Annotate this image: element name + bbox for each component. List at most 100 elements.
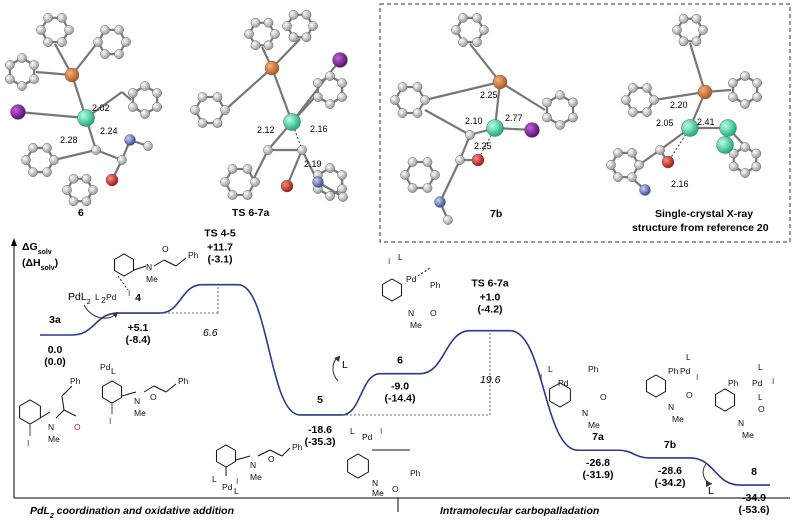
svg-text:Me: Me: [134, 408, 146, 418]
dist-6-c: 2.28: [60, 135, 78, 145]
structure-6-model: [5, 13, 162, 207]
intermediate-g-0: 0.0: [48, 344, 63, 356]
svg-text:L: L: [686, 352, 691, 362]
svg-text:Ph: Ph: [188, 250, 199, 260]
intermediate-g-7: -28.6: [658, 465, 682, 477]
dist-x-d: 2.16: [671, 179, 689, 189]
section-left-caption: PdL2 coordination and oxidative addition: [30, 505, 234, 520]
dist-ts-a: 2.12: [257, 125, 275, 135]
dist-7b-d: 2.25: [474, 141, 492, 151]
intermediate-id-4: 6: [397, 355, 403, 367]
y-axis-arrow: [11, 238, 17, 246]
intermediate-id-2: TS 4-5: [204, 228, 236, 240]
svg-text:Me: Me: [588, 420, 600, 430]
intermediate-id-0: 3a: [49, 314, 61, 326]
intermediate-h-2: (-3.1): [207, 254, 232, 266]
svg-text:L: L: [398, 252, 403, 262]
svg-text:Ph: Ph: [668, 366, 679, 376]
svg-text:Ph: Ph: [178, 376, 189, 386]
svg-text:N: N: [668, 402, 674, 412]
svg-text:O: O: [150, 392, 157, 402]
intermediate-h-3: (-35.3): [305, 436, 336, 448]
svg-text:Pd: Pd: [752, 378, 763, 388]
svg-text:Me: Me: [410, 320, 422, 330]
svg-text:Pd: Pd: [106, 292, 117, 302]
svg-text:Pd: Pd: [406, 274, 417, 284]
svg-text:Me: Me: [250, 472, 262, 482]
svg-text:Ph: Ph: [728, 378, 739, 388]
y-axis-label-g: ΔGsolv: [22, 241, 52, 256]
svg-text:N: N: [134, 396, 140, 406]
svg-text:N: N: [48, 422, 54, 432]
energy-profile-line: [40, 283, 770, 486]
ligand-loss-2: L: [708, 485, 714, 497]
svg-text:Ph: Ph: [410, 468, 421, 478]
xray-comparison-box: [379, 3, 791, 243]
svg-text:L: L: [111, 366, 116, 376]
svg-text:O: O: [686, 390, 693, 400]
reagent-pdl2: PdL2: [68, 291, 91, 306]
y-axis-label-h: (ΔHsolv): [22, 257, 58, 272]
svg-text:N: N: [250, 460, 256, 470]
svg-text:N: N: [738, 418, 744, 428]
intermediate-id-3: 5: [317, 394, 323, 406]
intermediate-g-8: -34.9: [742, 492, 766, 504]
svg-text:O: O: [600, 392, 607, 402]
dist-6-b: 2.24: [100, 126, 118, 136]
svg-text:Pd: Pd: [680, 366, 691, 376]
intermediate-g-1: +5.1: [128, 322, 149, 334]
svg-text:Pd: Pd: [558, 378, 569, 388]
svg-text:Me: Me: [672, 414, 684, 424]
dist-7b-c: 2.77: [505, 113, 523, 123]
svg-text:O: O: [392, 484, 399, 494]
intermediate-g-5: +1.0: [480, 292, 501, 304]
dist-x-c: 2.41: [697, 117, 715, 127]
intermediate-g-4: -9.0: [391, 381, 409, 393]
structure-7b-label: 7b: [490, 208, 502, 220]
intermediate-id-8: 8: [751, 466, 757, 478]
svg-text:O: O: [268, 454, 275, 464]
svg-text:Ph: Ph: [70, 376, 81, 386]
intermediate-id-6: 7a: [592, 431, 604, 443]
xray-label-line2: structure from reference 20: [632, 222, 769, 234]
barrier-6-6: 6.6: [203, 327, 218, 339]
dist-7b-b: 2.10: [465, 116, 483, 126]
intermediate-id-5: TS 6-7a: [471, 278, 509, 290]
svg-text:O: O: [162, 244, 169, 254]
structure-7b-model: [390, 13, 578, 225]
svg-text:N: N: [372, 478, 378, 488]
svg-text:Pd: Pd: [100, 362, 111, 372]
intermediate-h-0: (0.0): [44, 356, 66, 368]
svg-text:O: O: [74, 422, 81, 432]
svg-text:I: I: [388, 256, 390, 266]
svg-text:L: L: [95, 292, 100, 302]
intermediate-h-7: (-34.2): [655, 477, 686, 489]
svg-text:L: L: [350, 426, 355, 436]
svg-text:Me: Me: [48, 434, 60, 444]
svg-text:Ph: Ph: [430, 280, 441, 290]
svg-text:N: N: [146, 262, 152, 272]
svg-text:N: N: [582, 408, 588, 418]
intermediate-id-1: 4: [135, 292, 141, 304]
svg-text:I: I: [236, 476, 238, 486]
structure-6-label: 6: [78, 207, 84, 219]
intermediate-g-6: -26.8: [586, 457, 610, 469]
svg-text:I: I: [696, 372, 698, 382]
svg-text:I: I: [380, 426, 382, 436]
svg-text:I: I: [772, 376, 774, 386]
intermediate-h-5: (-4.2): [477, 304, 502, 316]
intermediate-h-4: (-14.4): [385, 393, 416, 405]
intermediate-id-7: 7b: [664, 439, 676, 451]
structure-xray-model: [606, 13, 762, 196]
dist-ts-b: 2.16: [310, 124, 328, 134]
structure-ts67a-model: [190, 9, 348, 202]
svg-text:Ph: Ph: [588, 364, 599, 374]
barrier-reference-lines: [160, 284, 491, 416]
svg-text:N: N: [408, 308, 414, 318]
svg-text:Me: Me: [146, 274, 158, 284]
intermediate-g-3: -18.6: [308, 424, 332, 436]
ligand-loss-1: L: [342, 359, 348, 371]
svg-text:I: I: [27, 438, 29, 448]
intermediate-h-8: (-53.6): [739, 504, 770, 516]
svg-text:L: L: [234, 486, 239, 496]
